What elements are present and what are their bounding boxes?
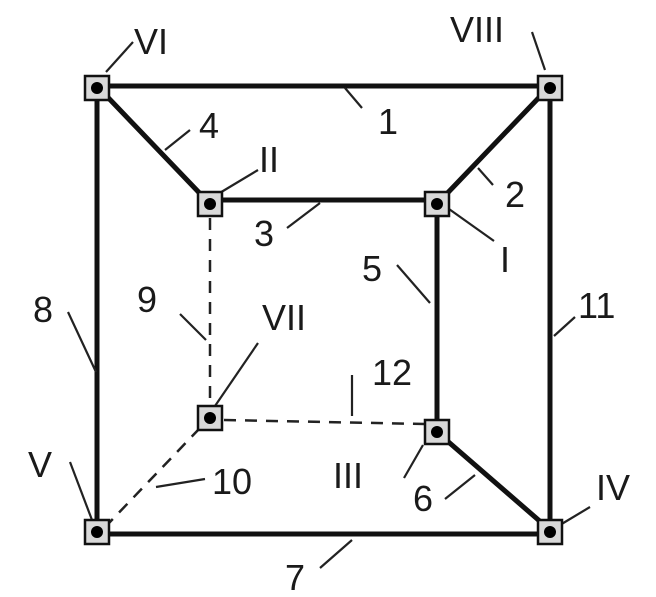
leader-5 xyxy=(396,264,431,304)
label-node-IV: IV xyxy=(596,467,630,508)
label-node-VIII: VIII xyxy=(450,9,504,50)
label-edge-12: 12 xyxy=(372,352,412,393)
label-node-I: I xyxy=(500,239,510,280)
leader-node-II xyxy=(217,169,259,195)
label-node-VI: VI xyxy=(134,21,168,62)
leader-2 xyxy=(477,167,494,186)
node-II xyxy=(196,190,224,218)
label-edge-5: 5 xyxy=(362,248,382,289)
leader-4 xyxy=(164,129,191,151)
leader-node-VIII xyxy=(530,31,547,71)
edge-6 xyxy=(434,429,553,533)
leader-node-IV xyxy=(559,506,591,526)
node-VI xyxy=(83,74,111,102)
leader-7 xyxy=(319,539,353,569)
leader-3 xyxy=(286,202,321,229)
leader-node-I xyxy=(448,208,495,242)
leader-6 xyxy=(444,474,476,500)
label-edge-3: 3 xyxy=(254,213,274,254)
label-node-VII: VII xyxy=(262,297,306,338)
leader-node-VII xyxy=(214,342,259,407)
leader-node-V xyxy=(68,461,94,521)
label-edge-11: 11 xyxy=(578,285,615,326)
leader-1 xyxy=(344,87,363,109)
label-edge-4: 4 xyxy=(199,105,219,146)
node-VIII xyxy=(536,74,564,102)
leader-node-III xyxy=(403,444,424,479)
label-edge-6: 6 xyxy=(413,478,433,519)
node-V xyxy=(83,518,111,546)
node-I xyxy=(423,190,451,218)
label-edge-7: 7 xyxy=(285,557,305,597)
label-edge-9: 9 xyxy=(137,279,157,320)
label-edge-2: 2 xyxy=(505,174,525,215)
label-node-V: V xyxy=(28,444,52,485)
node-IV xyxy=(536,518,564,546)
label-node-III: III xyxy=(333,455,363,496)
edge-4 xyxy=(94,83,213,207)
label-edge-8: 8 xyxy=(33,289,53,330)
label-edge-1: 1 xyxy=(378,101,398,142)
leader-10 xyxy=(155,477,206,489)
edge-10 xyxy=(107,427,201,525)
leader-11 xyxy=(553,316,576,337)
leader-node-VI xyxy=(105,41,134,73)
edge-2 xyxy=(434,83,553,207)
node-VII xyxy=(196,404,224,432)
edge-12 xyxy=(223,418,426,426)
label-node-II: II xyxy=(259,139,279,180)
label-edge-10: 10 xyxy=(212,461,252,502)
leader-9 xyxy=(179,313,207,341)
leader-8 xyxy=(67,311,97,373)
node-III xyxy=(423,418,451,446)
